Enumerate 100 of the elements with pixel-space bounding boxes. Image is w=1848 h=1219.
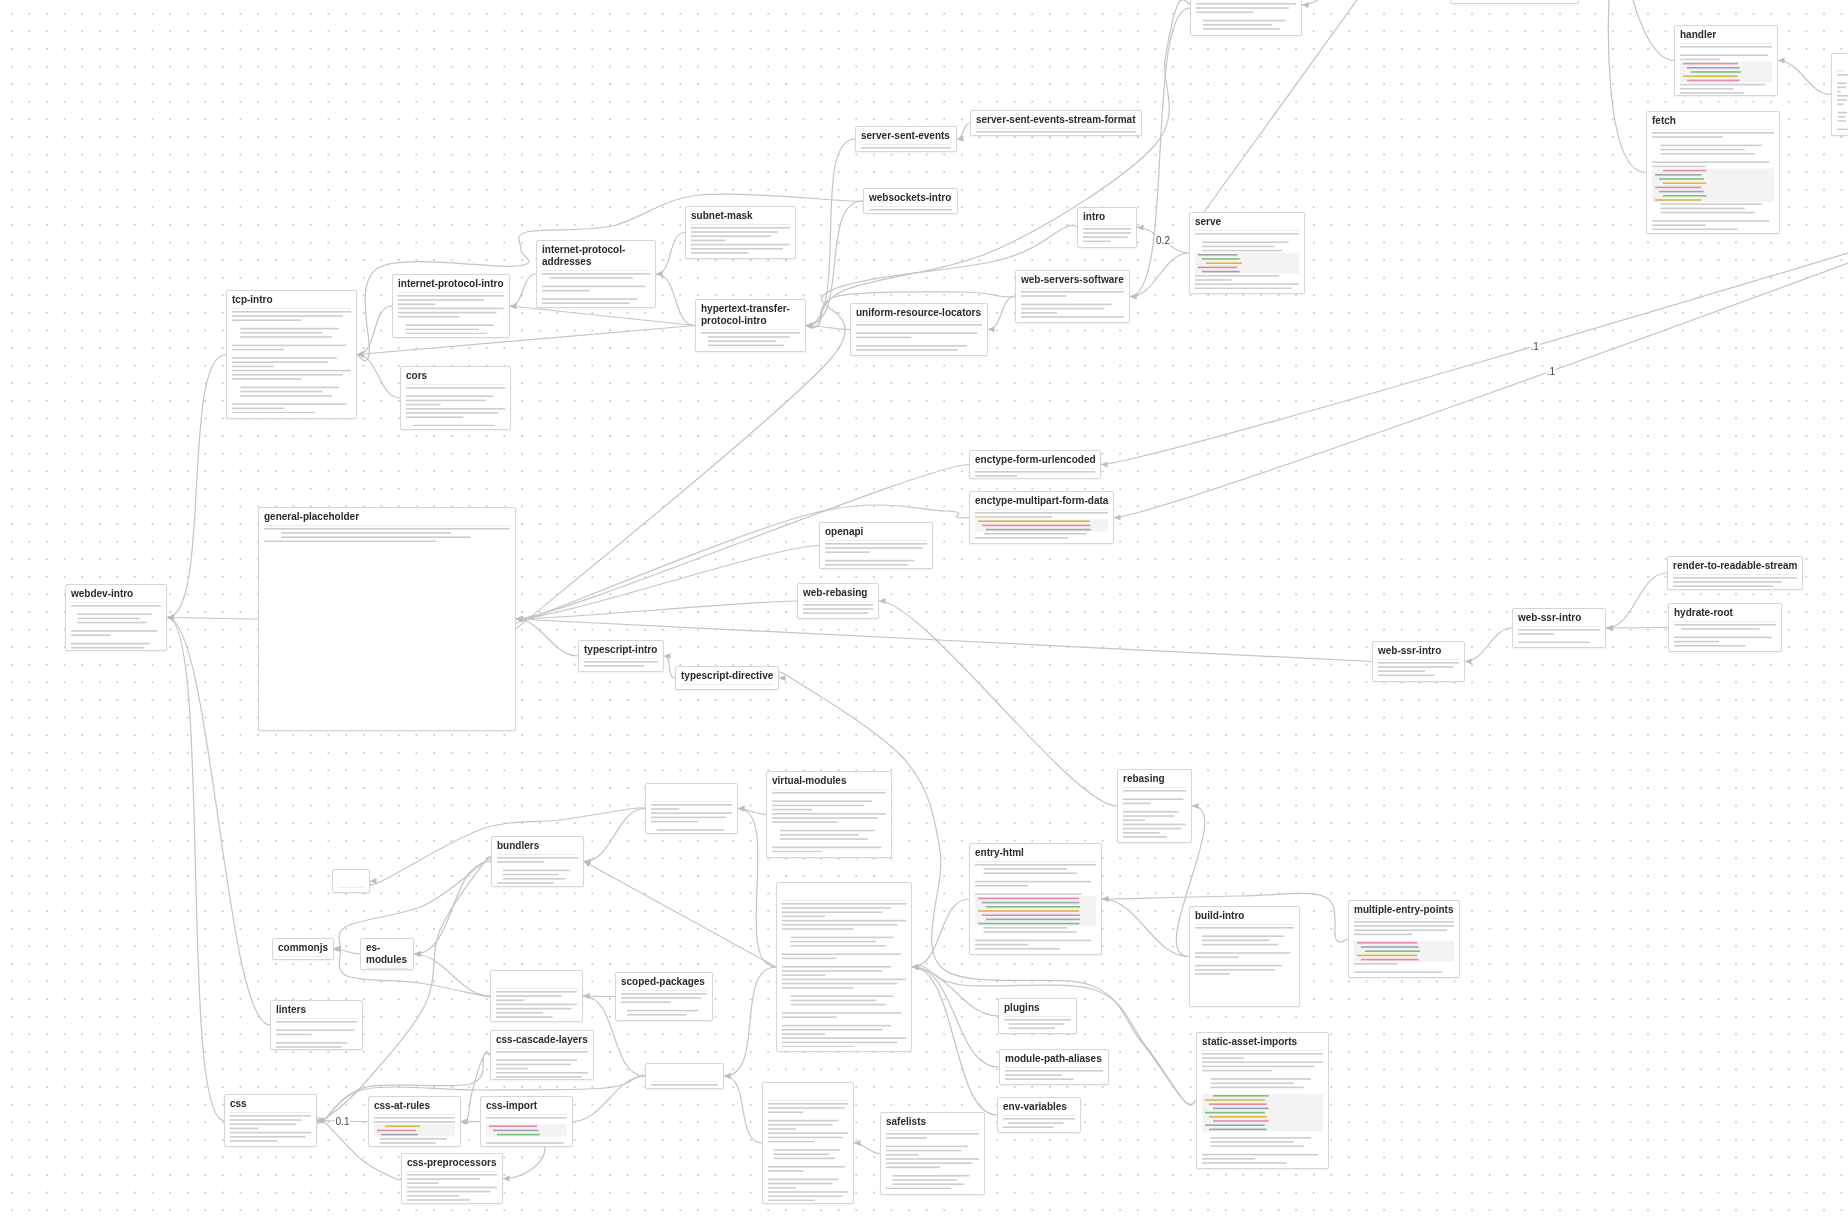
note-card [1512,608,1606,648]
note-title: entry-html [975,847,1024,859]
edge-label: 0.2 [1155,234,1171,246]
note-card [65,584,167,651]
note-card [578,640,664,672]
arrow [1100,252,1848,467]
note-card [970,110,1142,136]
note-card [969,450,1101,479]
note-card [880,1112,985,1195]
note-title: handler [1680,29,1717,41]
note-card [819,522,933,569]
arrow [460,1051,491,1127]
arrow [333,944,492,998]
note-card [762,1082,854,1204]
arrow [1777,58,1832,96]
note-card [969,491,1114,544]
note-title: plugins [1004,1002,1040,1014]
note-card [401,1153,503,1204]
note-title: hydrate-root [1674,607,1733,619]
arrow [413,951,491,997]
note-title: multiple-entry-points [1354,904,1454,916]
edge-label: .1 [1545,365,1557,377]
note-title: linters [276,1004,306,1016]
arrow [1113,262,1848,520]
connector-line [1203,0,1358,213]
note-card [675,666,779,690]
note-card [368,1096,461,1147]
arrow [583,860,777,968]
note-title: css-preprocessors [407,1157,497,1169]
note-card [695,299,806,352]
note-card [1668,603,1782,652]
note-card [536,240,656,308]
note-title: build-intro [1195,910,1245,922]
note-title: commonjs [278,942,328,954]
note-card [400,366,511,430]
note-title: web-rebasing [803,587,868,599]
note-card [1189,906,1300,1007]
note-title: fetch [1652,115,1676,127]
note-title: typescript-intro [584,644,658,656]
note-card [392,274,510,338]
note-title: serve [1195,216,1222,228]
note-card [490,1030,594,1080]
note-card [615,972,713,1021]
connector-line [572,1075,646,1123]
connector-line [1632,0,1675,62]
note-title: server-sent-events [861,130,950,142]
note-card [1348,900,1460,978]
note-card [258,507,516,731]
note-card [1667,556,1803,590]
note-title: css-import [486,1100,538,1112]
arrow [1301,0,1319,8]
note-title: tcp-intro [232,294,273,306]
note-card [645,1063,724,1089]
note-card [1077,207,1137,248]
note-card [766,771,892,858]
note-card [997,1097,1081,1133]
note-card [272,938,334,960]
note-title: hypertext-transfer-protocol-intro [701,303,791,327]
note-card [224,1094,317,1147]
note-title: css [230,1098,247,1110]
note-title: enctype-form-urlencoded [975,454,1096,466]
note-card [969,843,1102,955]
note-title: web-ssr-intro [1378,645,1442,657]
note-card [863,188,958,214]
arrow [502,1146,546,1182]
note-title: web-ssr-intro [1518,612,1582,624]
note-card [491,836,584,887]
note-card [226,290,357,419]
note-title: subnet-mask [691,210,753,222]
arrow [333,857,493,954]
note-card [685,206,796,259]
note-card [776,882,912,1052]
note-card [998,998,1077,1034]
arrow [166,616,271,1026]
note-title: css-cascade-layers [496,1034,588,1046]
arrow [1605,625,1669,631]
note-card [1831,53,1848,136]
arrow [911,963,1197,1106]
note-title: openapi [825,526,864,538]
note-card [855,126,957,152]
note-title: bundlers [497,840,540,852]
note-card [1190,0,1302,36]
note-card [1372,641,1465,682]
note-title: enctype-multipart-form-data [975,495,1109,507]
note-title: virtual-modules [772,775,847,787]
arrow [853,1140,881,1155]
arrow [1129,252,1190,299]
note-title: webdev-intro [71,588,134,600]
note-title: internet-protocol-addresses [542,244,627,268]
note-title: server-sent-events-stream-format [976,114,1136,126]
note-card [1674,25,1778,96]
note-title: scoped-packages [621,976,705,988]
note-title: es-modules [366,942,409,966]
note-title: css-at-rules [374,1100,431,1112]
note-card [490,970,583,1022]
note-card [270,1000,363,1050]
note-card [1646,111,1780,234]
note-title: static-asset-imports [1202,1036,1298,1048]
note-card [1015,270,1130,323]
note-title: module-path-aliases [1005,1053,1102,1065]
